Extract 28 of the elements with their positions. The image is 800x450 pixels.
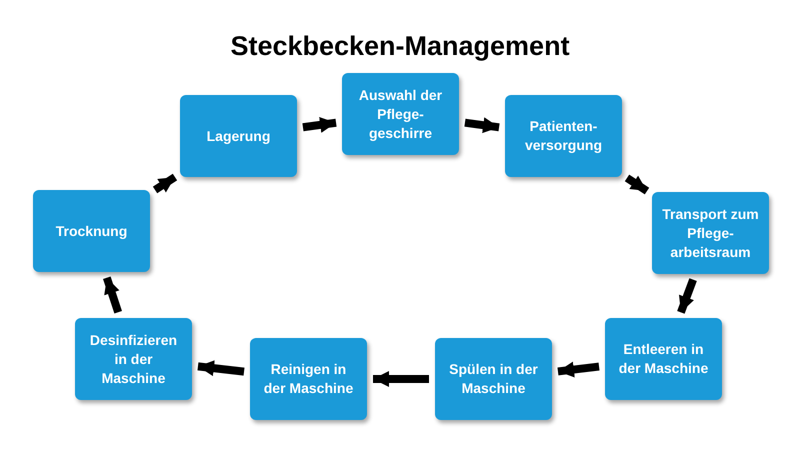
- arrow: [677, 278, 697, 314]
- arrow: [152, 174, 178, 194]
- arrow: [103, 276, 122, 314]
- box-label: Entleeren in der Maschine: [618, 340, 710, 378]
- box-label: Desinfizieren in der Maschine: [88, 330, 178, 388]
- process-box: [652, 192, 769, 274]
- box-label: Transport zum Pflege-arbeitsraum: [661, 204, 760, 262]
- arrow: [198, 360, 244, 376]
- process-box: [33, 190, 150, 272]
- box-label: Spülen in der Maschine: [448, 360, 539, 398]
- process-box: [75, 318, 192, 400]
- process-box: [342, 73, 459, 155]
- box-label: Patienten-versorgung: [524, 117, 603, 155]
- arrow: [558, 362, 600, 378]
- process-box: [505, 95, 622, 177]
- arrow: [624, 174, 650, 194]
- process-box: [180, 95, 297, 177]
- box-label: Trocknung: [56, 222, 128, 240]
- process-box: [435, 338, 552, 420]
- box-label: Reinigen in der Maschine: [262, 360, 354, 398]
- arrow: [464, 117, 500, 134]
- process-box: [605, 318, 722, 400]
- diagram-title: Steckbecken-Management: [229, 30, 571, 63]
- box-label: Auswahl der Pflege-geschirre: [358, 86, 444, 142]
- box-label: Lagerung: [206, 126, 270, 146]
- arrow: [302, 116, 337, 133]
- process-box: [250, 338, 367, 420]
- arrow: [373, 371, 429, 387]
